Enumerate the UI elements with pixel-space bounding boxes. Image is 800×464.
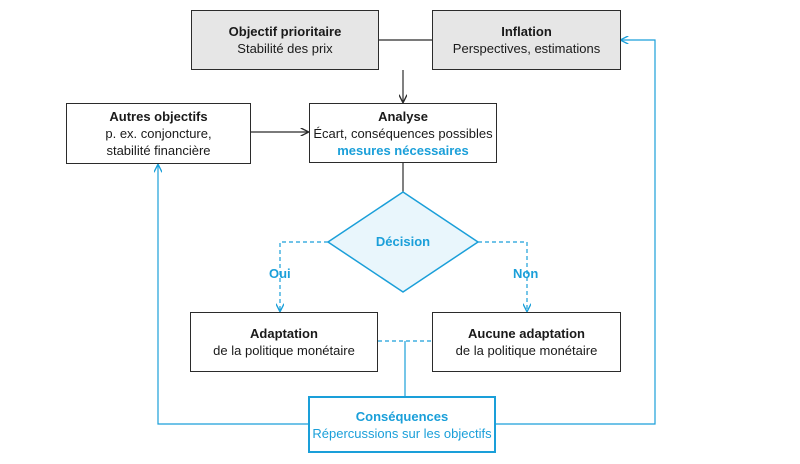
analyse-accent: mesures nécessaires [337, 142, 469, 158]
analyse-title: Analyse [378, 108, 428, 124]
objectif-subtitle: Stabilité des prix [237, 41, 333, 56]
aucune-adaptation-box: Aucune adaptation de la politique monéta… [432, 312, 621, 372]
autres-title: Autres objectifs [109, 109, 208, 124]
aucune-title: Aucune adaptation [467, 326, 585, 341]
objectif-title: Objectif prioritaire [228, 24, 342, 39]
inflation-title: Inflation [501, 24, 552, 39]
connector-decision-oui [280, 241, 328, 311]
autres-objectifs-box: Autres objectifs p. ex. conjoncture, sta… [66, 103, 251, 164]
inflation-box: Inflation Perspectives, estimations [432, 10, 621, 70]
inflation-subtitle: Perspectives, estimations [452, 41, 601, 56]
decision-label: Décision [375, 234, 431, 249]
consequences-title: Conséquences [355, 408, 449, 424]
connector-decision-non [478, 241, 527, 311]
analyse-line-1: Écart, conséquences possibles [313, 125, 493, 141]
analyse-box: Analyse Écart, conséquences possibles me… [309, 103, 497, 163]
autres-line-1: p. ex. conjoncture, [105, 126, 212, 141]
consequences-subtitle: Répercussions sur les objectifs [312, 425, 492, 441]
connector-feedback-inflation [496, 40, 656, 425]
connector-feedback-autres [158, 165, 308, 425]
non-label: Non [513, 266, 539, 281]
oui-label: Oui [269, 266, 291, 281]
adaptation-title: Adaptation [250, 326, 318, 341]
consequences-box: Conséquences Répercussions sur les objec… [308, 396, 496, 453]
decision-diamond [326, 191, 480, 293]
aucune-subtitle: de la politique monétaire [455, 343, 598, 358]
adaptation-box: Adaptation de la politique monétaire [190, 312, 378, 372]
adaptation-subtitle: de la politique monétaire [213, 343, 355, 358]
objectif-prioritaire-box: Objectif prioritaire Stabilité des prix [191, 10, 379, 70]
autres-line-2: stabilité financière [106, 143, 211, 158]
